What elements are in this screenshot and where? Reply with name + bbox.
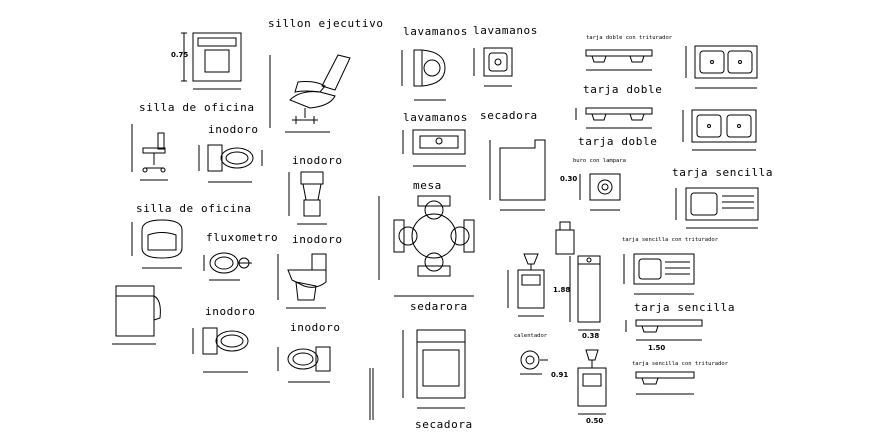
office-chair-top-icon: [131, 219, 183, 269]
label-tarja-doble-triturador: tarja doble con triturador: [586, 35, 673, 41]
label-sillon-ejecutivo: sillon ejecutivo: [268, 17, 384, 30]
label-tarja-sencilla-2: tarja sencilla: [634, 301, 736, 314]
label-tarja-sencilla-triturador-2: tarja sencilla con triturador: [632, 361, 729, 367]
single-sink-drainboard-top-2: [623, 253, 695, 295]
toilet-side-view: [277, 253, 327, 309]
round-table-with-chairs: [378, 195, 475, 297]
label-fluxometro: fluxometro: [206, 231, 279, 244]
single-sink-elevation-1: [625, 319, 703, 341]
label-secadora-1: secadora: [480, 109, 538, 122]
double-sink-elevation-2: [575, 107, 653, 129]
label-inodoro-1: inodoro: [208, 123, 259, 136]
label-tarja-sencilla-1: tarja sencilla: [672, 166, 774, 179]
toilet-front-view-1: [288, 171, 327, 225]
double-sink-top-view-1: [685, 45, 758, 89]
nightstand-with-lamp-2: [577, 349, 607, 415]
dryer-box-left: [112, 285, 161, 345]
double-sink-top-view-2: [682, 109, 757, 151]
washbasin-front-view: [402, 129, 466, 167]
urinal-flush-icon: [203, 252, 252, 281]
dimension-sink-elevation: 1.50: [648, 344, 666, 352]
dimension-height-nightstand: 0.91: [551, 371, 569, 379]
nightstand-with-lamp-1: [507, 253, 545, 317]
washbasin-top-view-1: [401, 49, 446, 101]
label-lavamanos-2: lavamanos: [473, 24, 539, 37]
nightstand-top-view: [579, 173, 621, 211]
dimension-buro-top: 0.30: [560, 175, 578, 183]
label-silla-oficina-2: silla de oficina: [136, 202, 252, 215]
label-tarja-doble-1: tarja doble: [583, 83, 663, 96]
double-sink-elevation-1: [585, 49, 653, 71]
office-chair-side-icon: [131, 124, 168, 181]
dimension-height-heater: 1.88: [553, 286, 571, 294]
label-lavamanos-1: lavamanos: [403, 25, 469, 38]
toilet-top-view-1: [198, 144, 263, 183]
label-mesa: mesa: [413, 179, 442, 192]
label-inodoro-3: inodoro: [292, 233, 343, 246]
dimension-width-nightstand: 0.50: [586, 417, 604, 425]
washbasin-top-view-2: [473, 47, 513, 87]
label-silla-oficina-1: silla de oficina: [139, 101, 255, 114]
label-inodoro-5: inodoro: [290, 321, 341, 334]
water-heater-top: [520, 350, 548, 375]
dimension-width-heater: 0.38: [582, 332, 600, 340]
label-secadora-2: secadora: [415, 418, 473, 431]
label-tarja-doble-2: tarja doble: [578, 135, 658, 148]
single-sink-drainboard-top-1: [675, 187, 759, 229]
dimension-oven-height: 0.75: [171, 51, 189, 59]
label-inodoro-2: inodoro: [292, 154, 343, 167]
label-calentador: calentador: [514, 333, 548, 339]
dryer-front-view: [369, 329, 466, 420]
label-inodoro-4: inodoro: [205, 305, 256, 318]
label-buro-lampara: buro con lampara: [573, 158, 626, 164]
oven-block-top-left: [181, 32, 242, 90]
label-sedarora: sedarora: [410, 300, 468, 313]
water-heater-front: [555, 221, 601, 331]
label-tarja-sencilla-triturador-1: tarja sencilla con triturador: [622, 237, 719, 243]
single-sink-elevation-2: [635, 371, 695, 395]
toilet-top-view-2: [192, 327, 249, 373]
label-lavamanos-3: lavamanos: [403, 111, 469, 124]
executive-chair-icon: [269, 54, 351, 133]
toilet-top-view-3: [277, 346, 331, 383]
dryer-top-view: [489, 139, 546, 211]
